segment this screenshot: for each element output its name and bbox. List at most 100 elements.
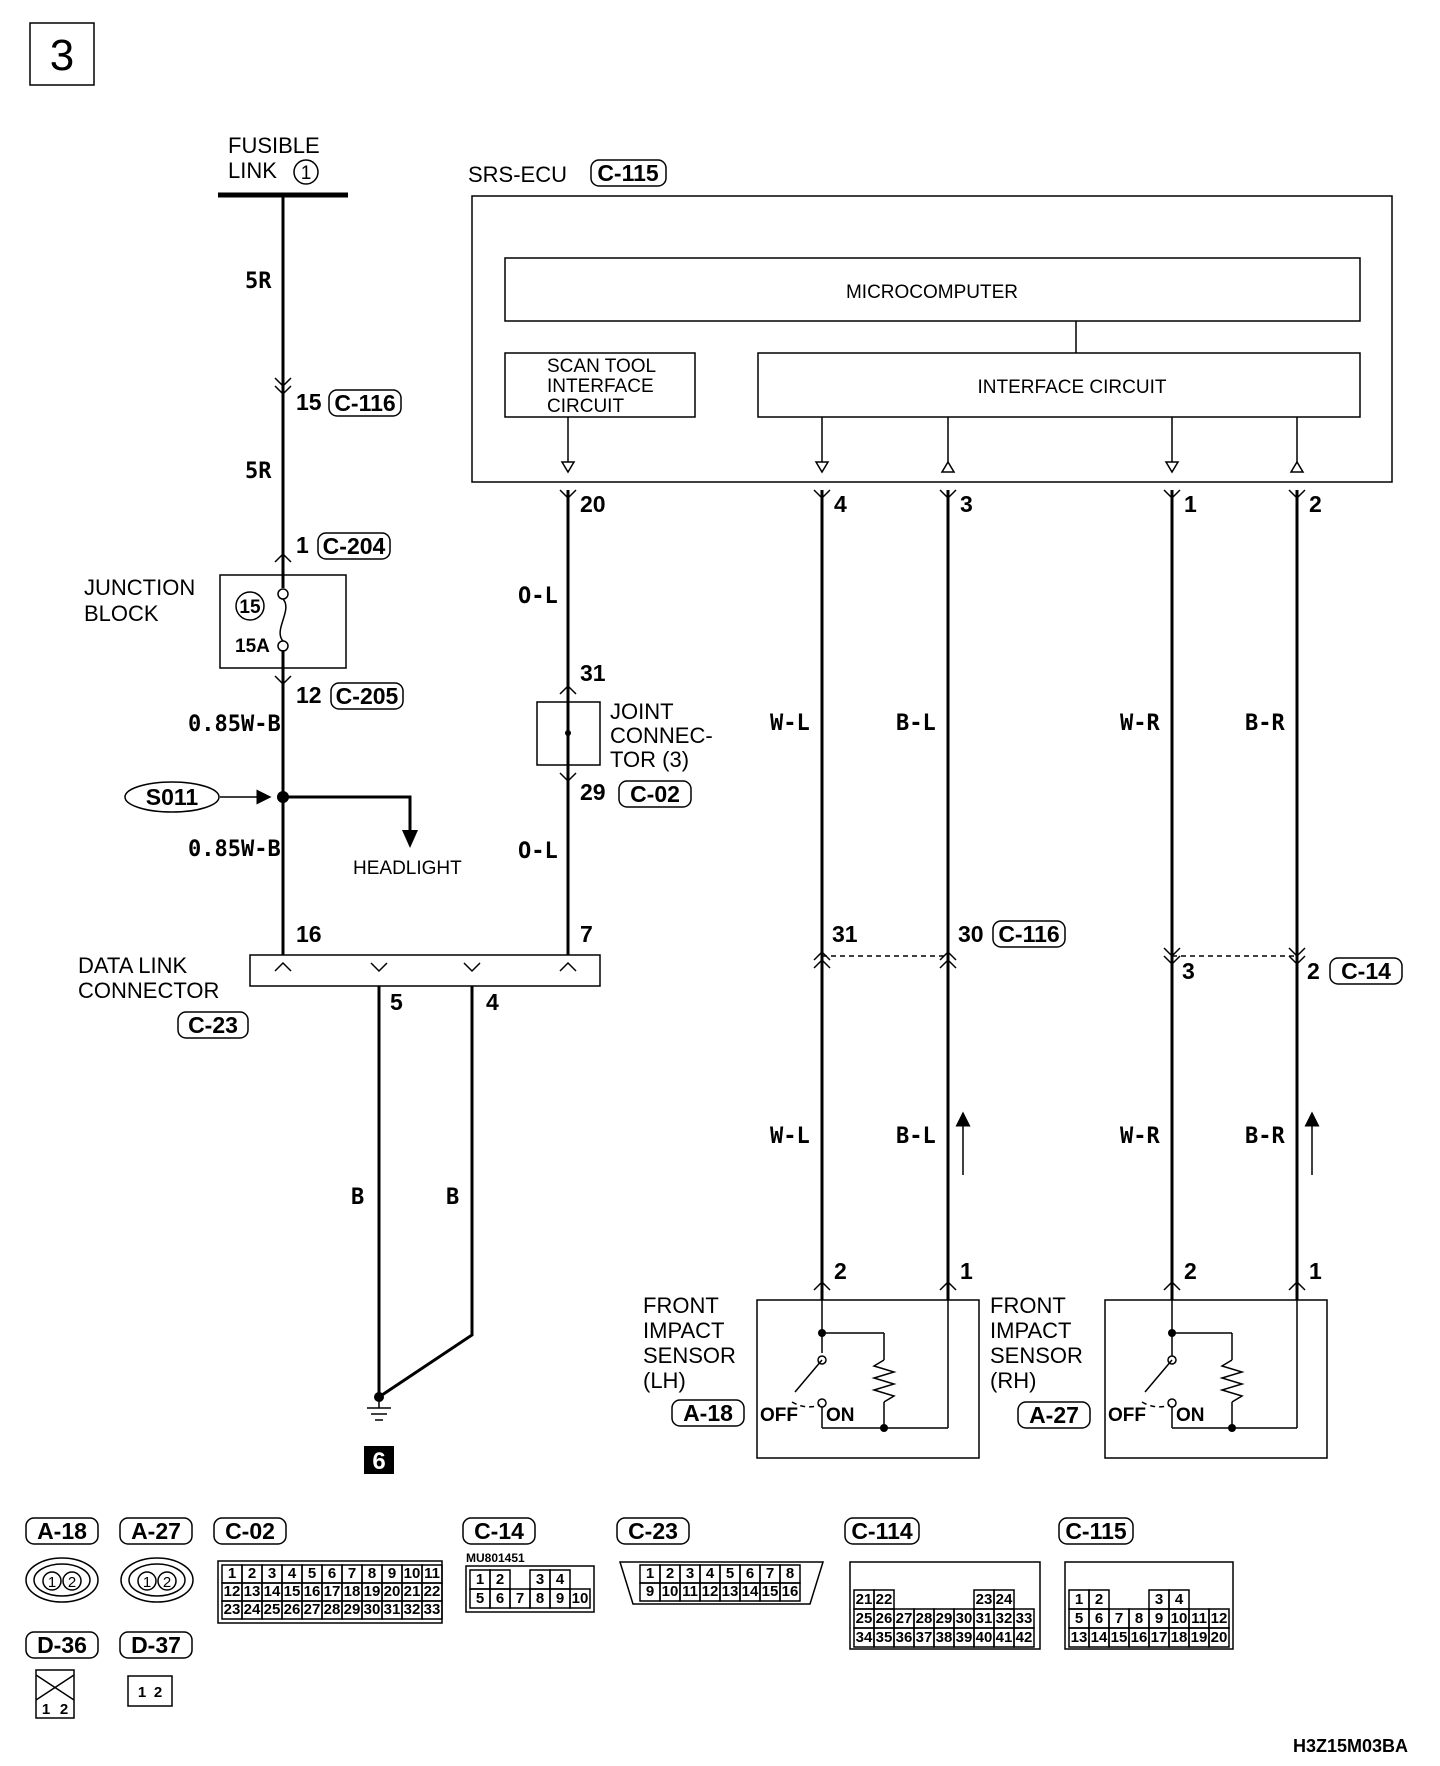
headlight-arrow bbox=[402, 830, 418, 848]
pin-number: 32 bbox=[996, 1610, 1013, 1627]
pin-number: 11 bbox=[424, 1565, 440, 1582]
pin-number: 2 bbox=[666, 1565, 674, 1582]
wire-color-bl-2: B-L bbox=[896, 1124, 936, 1149]
left-sensor-label-3: SENSOR bbox=[643, 1343, 736, 1368]
microcomputer-box bbox=[504, 257, 1361, 322]
connector-chevron bbox=[274, 552, 292, 563]
pin-number: 7 bbox=[348, 1565, 356, 1582]
connector-tag-a27 bbox=[1017, 1401, 1091, 1429]
pin-3-ecu: 3 bbox=[960, 491, 973, 517]
pin-number: 11 bbox=[1191, 1610, 1207, 1627]
headlight-branch bbox=[283, 795, 412, 838]
left-sensor-connector: A-18 bbox=[683, 1400, 733, 1426]
pin-number: 12 bbox=[702, 1583, 719, 1600]
pin-number: 10 bbox=[662, 1583, 679, 1600]
pin-number: 11 bbox=[682, 1583, 698, 1600]
conn-label-c02: C-02 bbox=[225, 1518, 275, 1544]
pin-2-ecu: 2 bbox=[1309, 491, 1322, 517]
fuse-number: 15 bbox=[239, 597, 261, 618]
pin-number: 16 bbox=[782, 1583, 799, 1600]
a27-pin-1: 1 bbox=[143, 1574, 151, 1591]
connector-tag-c23 bbox=[177, 1011, 249, 1039]
right-sensor-symbol bbox=[1104, 1299, 1328, 1459]
d37-pin-2: 2 bbox=[154, 1684, 162, 1701]
pin-number: 3 bbox=[686, 1565, 694, 1582]
conn-label-c115: C-115 bbox=[1065, 1518, 1127, 1544]
fuse-symbol bbox=[279, 598, 287, 642]
figure-code: H3Z15M03BA bbox=[1293, 1736, 1408, 1756]
pin-number: 16 bbox=[1131, 1629, 1148, 1646]
conn-label-a18: A-18 bbox=[37, 1518, 87, 1544]
dlc-connector: C-23 bbox=[188, 1012, 238, 1038]
left-sensor-symbol bbox=[756, 1299, 980, 1459]
a18-pin-1: 1 bbox=[48, 1574, 56, 1591]
pin-number: 37 bbox=[916, 1629, 933, 1646]
pin-number: 31 bbox=[384, 1601, 401, 1618]
pin-number: 21 bbox=[856, 1591, 873, 1608]
wire-color-br-2: B-R bbox=[1245, 1124, 1285, 1149]
wire-color-wr-2: W-R bbox=[1120, 1124, 1160, 1149]
pin-number: 8 bbox=[786, 1565, 794, 1582]
conn-label-c23: C-23 bbox=[628, 1518, 678, 1544]
pin-number: 7 bbox=[1115, 1610, 1123, 1627]
pin-cell bbox=[569, 1588, 591, 1609]
pin-number: 4 bbox=[706, 1565, 715, 1582]
wire-color-5r-1: 5R bbox=[245, 269, 272, 294]
pin-number: 22 bbox=[424, 1583, 441, 1600]
pin-number: 27 bbox=[304, 1601, 321, 1618]
right-sensor-label-3: SENSOR bbox=[990, 1343, 1083, 1368]
wire-color-br-1: B-R bbox=[1245, 711, 1285, 736]
pin-number: 18 bbox=[344, 1583, 361, 1600]
interface-circuit-box bbox=[757, 352, 1361, 418]
pin-1: 1 bbox=[296, 532, 309, 558]
pin-number: 7 bbox=[516, 1590, 524, 1607]
pin-number: 9 bbox=[556, 1590, 564, 1607]
fusible-link-label-2: LINK bbox=[228, 158, 277, 183]
switch-off-left: OFF bbox=[760, 1405, 798, 1426]
pin-29: 29 bbox=[580, 779, 606, 805]
pin-number: 4 bbox=[556, 1571, 565, 1588]
junction-block bbox=[219, 574, 347, 669]
d36-pin-1: 1 bbox=[42, 1701, 50, 1718]
pin-number: 3 bbox=[268, 1565, 276, 1582]
pin-number: 30 bbox=[956, 1610, 973, 1627]
pin-number: 9 bbox=[1155, 1610, 1163, 1627]
pin-number: 36 bbox=[896, 1629, 913, 1646]
fuse-rating: 15A bbox=[235, 636, 270, 657]
ground-wire-4 bbox=[378, 986, 474, 1399]
connector-tag-c02 bbox=[618, 780, 692, 808]
pin-number: 8 bbox=[536, 1590, 544, 1607]
connector-tag-c115-ecu bbox=[590, 159, 667, 187]
pin-number: 33 bbox=[1016, 1610, 1033, 1627]
pin-number: 14 bbox=[264, 1583, 281, 1600]
connector-tag-c204 bbox=[317, 532, 391, 560]
pin-12: 12 bbox=[296, 682, 322, 708]
junction-block-label-1: JUNCTION bbox=[84, 575, 195, 600]
pin-number: 19 bbox=[364, 1583, 381, 1600]
pin-2-lh: 2 bbox=[834, 1258, 847, 1284]
pin-number: 32 bbox=[404, 1601, 421, 1618]
pin-number: 24 bbox=[244, 1601, 261, 1618]
pin-number: 15 bbox=[284, 1583, 301, 1600]
pin-number: 22 bbox=[876, 1591, 893, 1608]
pin-number: 5 bbox=[476, 1590, 484, 1607]
fusible-link-number-circle bbox=[293, 159, 319, 185]
pin-number: 12 bbox=[1211, 1610, 1228, 1627]
pin-number: 9 bbox=[388, 1565, 396, 1582]
wire-color-5r-2: 5R bbox=[245, 459, 272, 484]
joint-connector-label-3: TOR (3) bbox=[610, 747, 689, 772]
ground-number: 6 bbox=[372, 1448, 385, 1475]
connector-chevron bbox=[559, 489, 577, 500]
pin-cell bbox=[1208, 1627, 1230, 1648]
pin-15: 15 bbox=[296, 389, 322, 415]
right-sensor-label-2: IMPACT bbox=[990, 1318, 1071, 1343]
pin-number: 39 bbox=[956, 1629, 973, 1646]
pin-number: 6 bbox=[1095, 1610, 1103, 1627]
splice-label: S011 bbox=[146, 784, 199, 810]
pin-number: 5 bbox=[1075, 1610, 1083, 1627]
pin-number: 21 bbox=[404, 1583, 421, 1600]
